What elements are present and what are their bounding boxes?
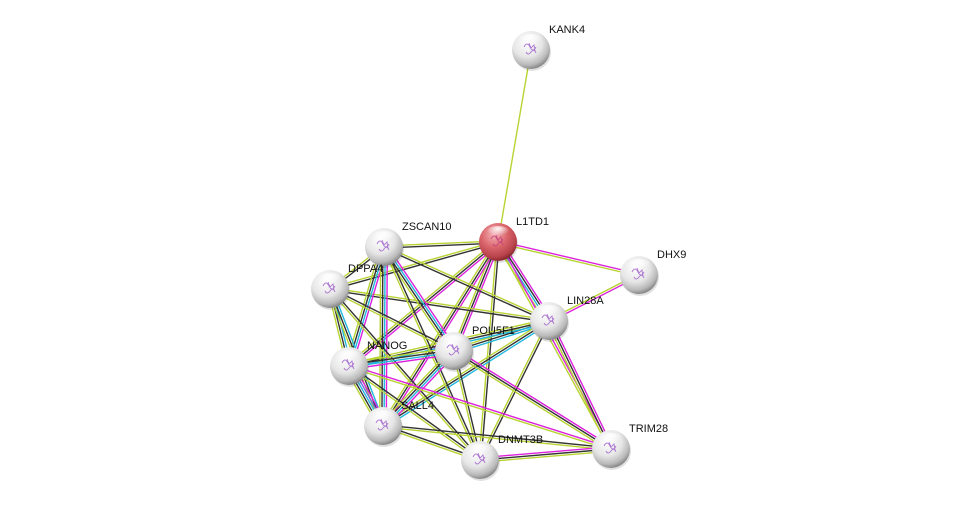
edge-line-textmining	[546, 321, 610, 451]
edge-line-experiments	[455, 242, 501, 353]
edge-line-experiments	[349, 364, 612, 449]
node-highlight	[318, 273, 342, 287]
edge-line-experiments	[479, 446, 611, 459]
node-nanog[interactable]: NANOG	[330, 340, 407, 387]
node-highlight	[537, 305, 561, 319]
edge-line-coexpression	[330, 287, 482, 460]
edge-lin28a-zscan10[interactable]	[383, 245, 550, 323]
node-pou5f1[interactable]: POU5F1	[435, 325, 515, 372]
node-label: DNMT3B	[498, 434, 543, 446]
edge-line-experiments	[550, 319, 614, 449]
node-label: TRIM28	[629, 423, 668, 435]
node-highlight	[442, 335, 466, 349]
edge-line-textmining	[384, 245, 550, 321]
edge-line-coexpression	[383, 424, 612, 449]
edge-lin28a-trim28[interactable]	[546, 319, 614, 451]
node-label: DPPA4	[348, 263, 383, 275]
edge-line-textmining	[451, 240, 497, 351]
edge-line-textmining	[480, 450, 612, 463]
edge-line-coexpression	[479, 448, 612, 461]
edge-line-experiments	[498, 241, 613, 449]
edge-line-textmining	[497, 49, 532, 243]
edge-nanog-dnmt3b[interactable]	[347, 364, 482, 462]
edge-line-coexpression	[453, 350, 612, 450]
edge-l1td1-dnmt3b[interactable]	[478, 241, 500, 461]
edge-line-coexpression	[384, 242, 499, 249]
edge-dppa4-pou5f1[interactable]	[329, 287, 455, 353]
edge-line-textmining	[380, 248, 452, 354]
edge-zscan10-pou5f1[interactable]	[380, 244, 458, 354]
edge-line-coexpression	[382, 247, 454, 353]
edge-line-coexpression	[381, 246, 384, 426]
node-zscan10[interactable]: ZSCAN10	[365, 221, 452, 268]
edge-line-coexpression	[480, 321, 551, 461]
edge-line-coexpression	[453, 241, 499, 352]
edge-line-coexpression	[349, 364, 482, 460]
edge-line-coexpression	[383, 247, 549, 323]
node-l1td1[interactable]: L1TD1	[479, 216, 549, 263]
edge-line-experiments	[386, 244, 458, 350]
edge-line-experiments	[498, 240, 640, 275]
node-label: POU5F1	[472, 325, 515, 337]
node-label: NANOG	[367, 340, 407, 352]
node-label: DHX9	[657, 249, 686, 261]
node-label: LIN28A	[567, 295, 604, 307]
edge-line-textmining	[379, 246, 382, 426]
edge-line-experiments	[454, 348, 613, 448]
node-dnmt3b[interactable]: DNMT3B	[461, 434, 543, 481]
edge-l1td1-pou5f1[interactable]	[451, 240, 501, 353]
node-highlight	[486, 226, 510, 240]
edge-l1td1-dhx9[interactable]	[497, 240, 640, 277]
edge-line-textmining	[329, 289, 454, 353]
node-highlight	[599, 433, 623, 447]
node-highlight	[372, 231, 396, 245]
edge-line-coexpression	[330, 287, 455, 351]
edge-line-textmining	[382, 247, 480, 461]
node-highlight	[371, 410, 395, 424]
node-label: SALL4	[401, 400, 434, 412]
node-lin28a[interactable]: LIN28A	[530, 295, 604, 342]
edge-line-databases	[383, 247, 386, 427]
node-trim28[interactable]: TRIM28	[592, 423, 668, 470]
node-kank4[interactable]: KANK4	[512, 24, 585, 71]
edge-line-textmining	[381, 318, 549, 425]
node-dhx9[interactable]: DHX9	[620, 249, 686, 296]
edge-line-textmining	[382, 426, 611, 451]
edge-line-textmining	[497, 242, 639, 277]
edge-line-databases	[384, 245, 456, 351]
edge-line-textmining	[348, 366, 611, 451]
node-highlight	[519, 34, 543, 48]
edge-line-coexpression	[330, 242, 499, 291]
edge-l1td1-zscan10[interactable]	[383, 240, 499, 249]
node-highlight	[627, 259, 651, 273]
edge-zscan10-sall4[interactable]	[379, 246, 388, 427]
edge-kank4-l1td1[interactable]	[497, 49, 532, 243]
edge-line-textmining	[329, 240, 498, 289]
edge-nanog-trim28[interactable]	[348, 364, 612, 451]
node-highlight	[468, 444, 492, 458]
edge-l1td1-trim28[interactable]	[496, 241, 613, 450]
edge-line-experiments	[385, 247, 388, 427]
node-sall4[interactable]: SALL4	[364, 400, 434, 447]
edge-line-textmining	[383, 240, 498, 247]
node-dppa4[interactable]: DPPA4	[311, 263, 383, 310]
edge-sall4-trim28[interactable]	[382, 424, 612, 451]
edge-line-textmining	[478, 241, 498, 460]
node-highlight	[337, 350, 361, 364]
edge-line-textmining	[347, 366, 480, 462]
edge-line-coexpression	[480, 242, 500, 461]
edge-dnmt3b-trim28[interactable]	[479, 446, 612, 463]
edge-line-textmining	[452, 352, 611, 452]
edge-pou5f1-trim28[interactable]	[452, 348, 613, 452]
edge-line-textmining	[496, 242, 611, 450]
node-label: KANK4	[549, 24, 585, 36]
edge-l1td1-dppa4[interactable]	[329, 240, 499, 291]
node-label: L1TD1	[516, 216, 549, 228]
node-label: ZSCAN10	[402, 221, 452, 233]
edge-line-coexpression	[548, 320, 612, 450]
